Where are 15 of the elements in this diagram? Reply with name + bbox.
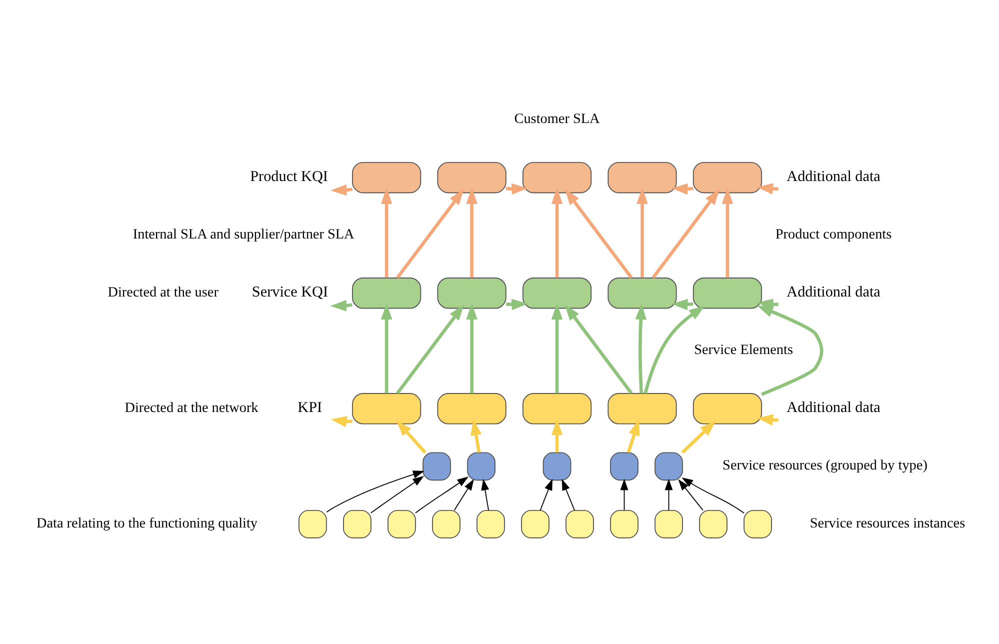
label: Service resources instances bbox=[810, 515, 966, 532]
node-text: Service KQI bbox=[252, 284, 328, 301]
label: Internal SLA and supplier/partner SLA bbox=[132, 226, 354, 243]
label: Directed at the user bbox=[108, 284, 218, 300]
label: Service resources (grouped by type) bbox=[722, 458, 928, 474]
label: Service Elements bbox=[694, 342, 794, 358]
label: Customer SLA bbox=[514, 111, 600, 128]
node-text: Additional data bbox=[786, 284, 880, 301]
label: Directed at the network bbox=[124, 400, 258, 416]
node-text: Product KQI bbox=[250, 168, 328, 186]
node-text: Additional data bbox=[786, 399, 880, 416]
label: Data relating to the functioning quality bbox=[36, 515, 258, 532]
node-text: Additional data bbox=[786, 168, 880, 186]
label: Product components bbox=[775, 226, 892, 243]
node-text: KPI bbox=[298, 399, 322, 416]
